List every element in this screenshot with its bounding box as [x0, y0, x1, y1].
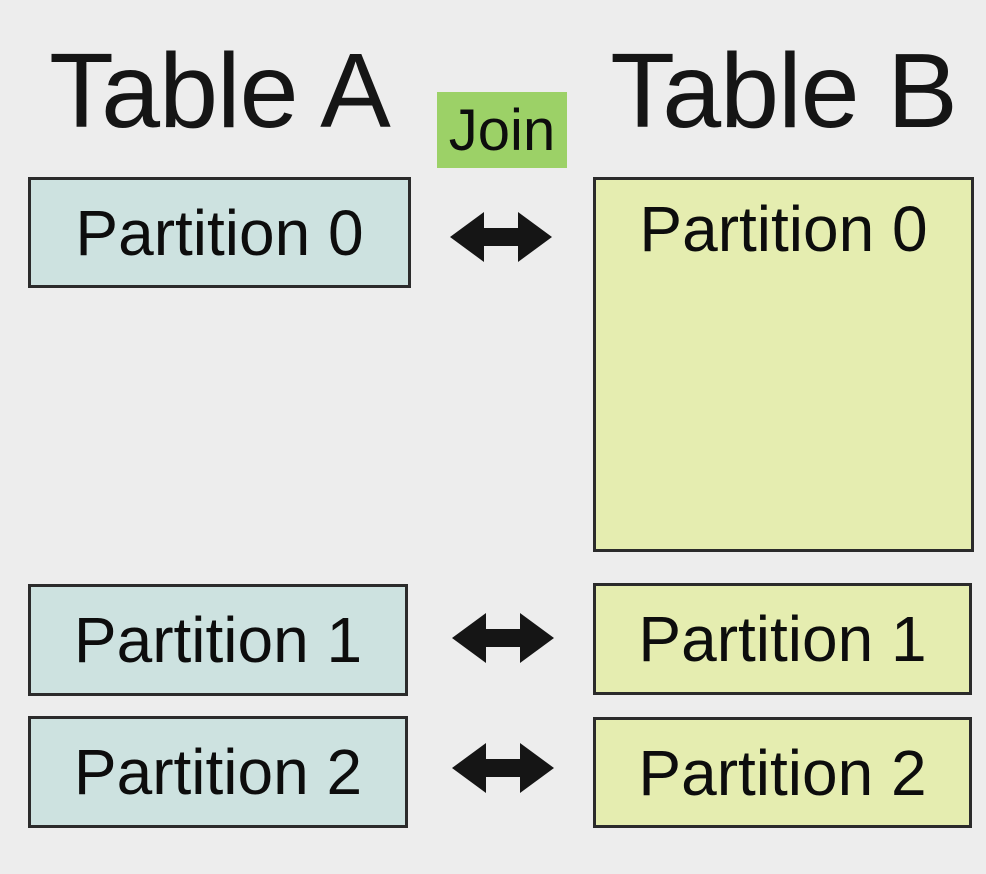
left-right-arrow-icon	[450, 210, 552, 264]
left-right-arrow-icon	[452, 741, 554, 795]
table-b-partition-2-label: Partition 2	[638, 736, 927, 809]
table-b-partition-2: Partition 2	[593, 717, 972, 828]
table-a-partition-1: Partition 1	[28, 584, 408, 696]
table-b-partition-0: Partition 0	[593, 177, 974, 552]
table-a-partition-0: Partition 0	[28, 177, 411, 288]
table-a-title: Table A	[49, 32, 391, 150]
left-right-arrow-icon	[452, 611, 554, 665]
table-a-partition-2-label: Partition 2	[73, 736, 363, 808]
table-b-partition-1-label: Partition 1	[638, 603, 927, 675]
table-a-partition-1-label: Partition 1	[73, 604, 363, 676]
table-b-partition-1: Partition 1	[593, 583, 972, 695]
table-b-partition-0-label: Partition 0	[639, 193, 928, 265]
join-badge: Join	[437, 92, 567, 168]
table-a-partition-2: Partition 2	[28, 716, 408, 828]
table-a-partition-0-label: Partition 0	[75, 196, 364, 269]
table-b-title: Table B	[610, 32, 958, 150]
